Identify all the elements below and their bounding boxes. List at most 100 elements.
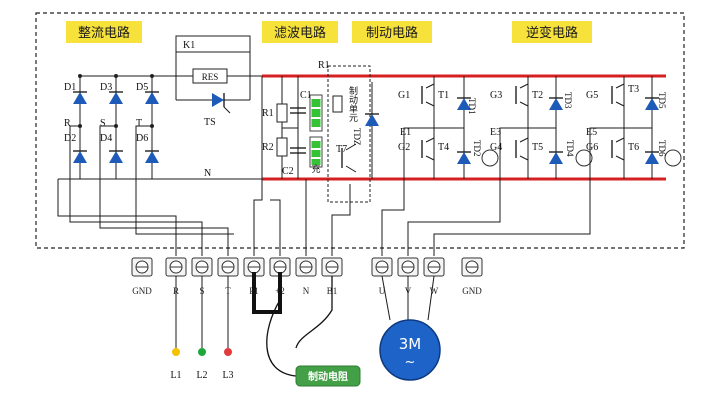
terminal-label-gnd-2: GND [462,286,482,296]
igbt-t3-body [615,101,625,107]
terminal-label-n: N [303,286,310,296]
igbt-t6-body [615,155,625,161]
wire-u [381,127,434,256]
label-l3: L3 [222,370,233,381]
resistor-r1 [276,103,288,123]
diode-d6-icon [145,151,159,163]
brake-resistor-label: 制动电阻 [308,370,348,383]
junction-dot [78,74,82,78]
diode-td4-icon [549,152,563,164]
label-d4: D4 [100,133,112,144]
c2-charge-bar [311,141,321,148]
terminal[interactable] [295,257,317,277]
label-e5: E5 [586,127,597,138]
diode-d4-icon [109,151,123,163]
terminal[interactable] [269,257,291,277]
junction-dot [114,74,118,78]
c1-charge-bar [311,119,321,127]
label-td5: TD5 [657,92,667,109]
label-t3: T3 [628,84,639,95]
label-g3: G3 [490,90,502,101]
relay-k1-box [175,35,251,53]
motor-wire-u [381,275,391,321]
c1-charge-bar [311,109,321,117]
section-label-filter-bg [262,21,338,43]
wire-b1 [331,184,351,256]
diode-tdz-icon [365,114,379,126]
wire-plus2 [270,199,281,256]
current-sensor-3 [664,149,682,167]
igbt-t2-body [519,83,529,89]
wire-v [407,127,528,256]
wire-t-node [135,125,234,235]
label-d5: D5 [136,82,148,93]
igbt-t1-body [425,101,435,107]
label-ts: TS [204,117,216,128]
wire-s-node [99,125,229,256]
terminal[interactable] [461,257,483,277]
terminal[interactable] [423,257,445,277]
diode-td6-icon [645,152,659,164]
diode-td1-icon [457,98,471,110]
brake-resistor: 制动电阻 [295,365,361,387]
motor: 3M ~ [379,319,441,381]
terminal[interactable] [191,257,213,277]
inverter-circuit: G1 G2 G3 G4 G5 G6 E1 E3 E5 T1 T2 T3 T4 T… [398,76,682,179]
igbt-t2-body [519,101,529,107]
label-e3: E3 [490,127,501,138]
label-n-bus: N [204,168,211,179]
terminal[interactable] [165,257,187,277]
supply-input: L1 L2 L3 [170,276,234,381]
terminal[interactable] [321,257,343,277]
diode-d1-icon [73,92,87,104]
motor-ac-symbol: ~ [405,355,416,370]
igbt-t6-body [615,137,625,143]
section-label-inverter-bg [512,21,592,43]
c2-charge-bar [311,159,321,165]
thyristor-ts-icon [212,93,224,107]
label-td3: TD3 [563,92,573,109]
drive-enclosure [35,12,685,249]
label-brake-r1: R1 [318,60,330,71]
brake-unit: R1 制动单元 TDZ T7 [318,60,379,203]
filter-circuit: R1 R2 C1 C2 充 [262,76,323,179]
terminal-label-u: U [379,286,386,296]
section-label-rectifier-bg [66,21,142,43]
current-sensor-2 [575,149,593,167]
terminal[interactable] [397,257,419,277]
label-node-s: S [100,118,106,129]
igbt-t3-body [615,83,625,89]
label-node-t: T [136,118,142,129]
terminal[interactable] [371,257,393,277]
brake-unit-box [327,65,371,203]
label-charge: 充 [311,163,320,174]
label-e1: E1 [400,127,411,138]
resistor-res [192,68,228,84]
phase-l1-dot [172,348,180,356]
label-c1: C1 [300,90,312,101]
section-label-brake: 制动电路 [352,21,432,43]
section-label-inverter: 逆变电路 [512,21,592,43]
label-node-r: R [64,118,71,129]
label-g5: G5 [586,90,598,101]
terminal[interactable] [131,257,153,277]
label-g1: G1 [398,90,410,101]
brake-resistor-r1 [332,95,343,113]
c1-charge-bar [311,99,321,107]
diode-td3-icon [549,98,563,110]
igbt-t5-body [519,155,529,161]
label-td2: TD2 [472,140,482,157]
label-r2: R2 [262,142,274,153]
label-t7: T7 [336,144,347,155]
label-tdz: TDZ [352,128,362,146]
igbt-t7-emitter [345,165,357,173]
terminal-strip: GND R S T P1 +2 N B1 U V W GND [131,257,483,296]
diode-td5-icon [645,98,659,110]
junction-dot [150,74,154,78]
label-k1: K1 [183,40,195,51]
motor-icon [379,319,441,381]
igbt-t5-body [519,137,529,143]
brake-resistor-body [295,365,361,387]
terminal[interactable] [217,257,239,277]
